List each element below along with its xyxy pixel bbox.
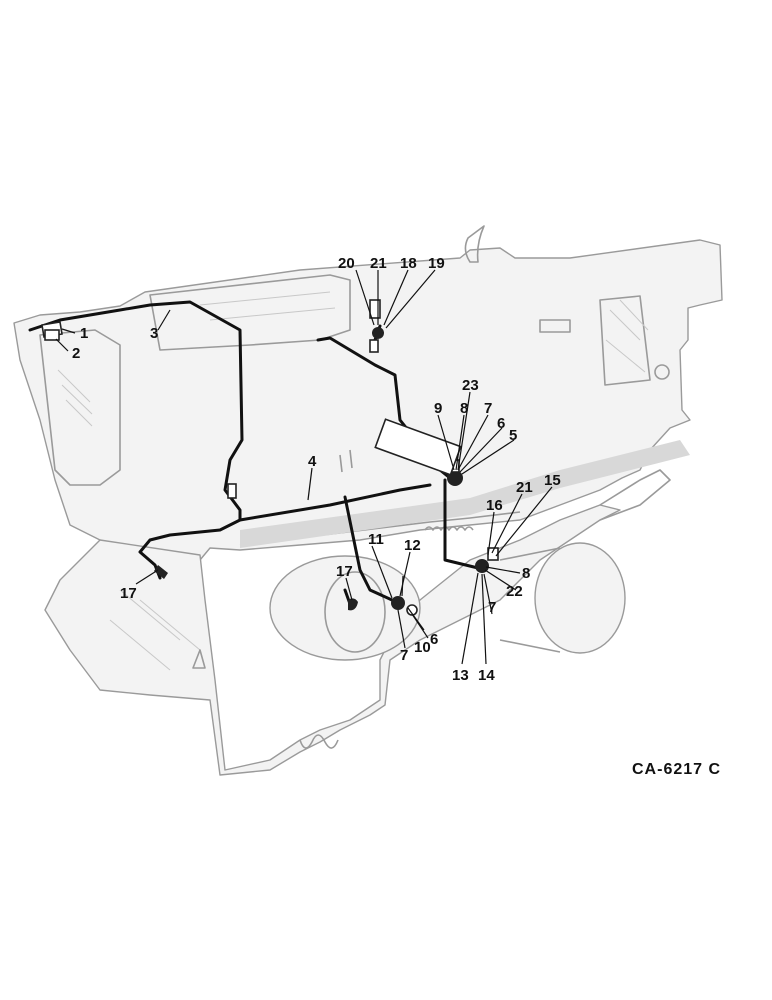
callout-10: 10 [414, 639, 431, 656]
combine-body-outline [13, 225, 723, 776]
callout-11: 11 [368, 531, 384, 548]
callout-12: 12 [404, 537, 421, 554]
callout-21-top: 21 [370, 255, 387, 272]
leader-lines [55, 269, 553, 665]
callout-8-right: 8 [522, 565, 530, 582]
callout-23: 23 [462, 377, 479, 394]
callout-16: 16 [486, 497, 503, 514]
connector-cluster-top [372, 327, 384, 339]
callout-9: 9 [434, 400, 442, 417]
callout-7-right: 7 [488, 599, 496, 616]
callout-7-bottom: 7 [400, 647, 408, 664]
callout-20: 20 [338, 255, 355, 272]
callout-8-top: 8 [460, 400, 468, 417]
callout-labels: 1 2 3 4 17 20 21 18 19 23 9 8 7 6 5 16 2… [72, 255, 561, 684]
junction-low [391, 596, 405, 610]
fuse-block [369, 339, 379, 353]
sensor-17-left [154, 565, 168, 579]
callout-18: 18 [400, 255, 417, 272]
connector-inline [227, 483, 237, 499]
callout-3: 3 [150, 325, 158, 342]
relay-21 [369, 299, 381, 319]
access-door [374, 418, 462, 476]
components [41, 299, 499, 616]
drawing-reference-code: CA-6217 C [632, 761, 721, 778]
callout-4: 4 [308, 453, 317, 470]
callout-19: 19 [428, 255, 445, 272]
callout-22: 22 [506, 583, 523, 600]
callout-2: 2 [72, 345, 80, 362]
callout-1: 1 [80, 325, 88, 342]
junction-right [475, 559, 489, 573]
callout-17-left: 17 [120, 585, 137, 602]
right-drum [534, 542, 626, 654]
left-drum [269, 555, 421, 661]
callout-5: 5 [509, 427, 517, 444]
sensor-17-right [348, 598, 358, 611]
callout-21-right: 21 [516, 479, 533, 496]
callout-6-top: 6 [497, 415, 505, 432]
callout-14: 14 [478, 667, 495, 684]
callout-13: 13 [452, 667, 469, 684]
callout-6-bottom: 6 [430, 631, 438, 648]
callout-7-top: 7 [484, 400, 492, 417]
connector-2 [44, 329, 60, 341]
callout-17-center: 17 [336, 563, 353, 580]
callout-15: 15 [544, 472, 561, 489]
